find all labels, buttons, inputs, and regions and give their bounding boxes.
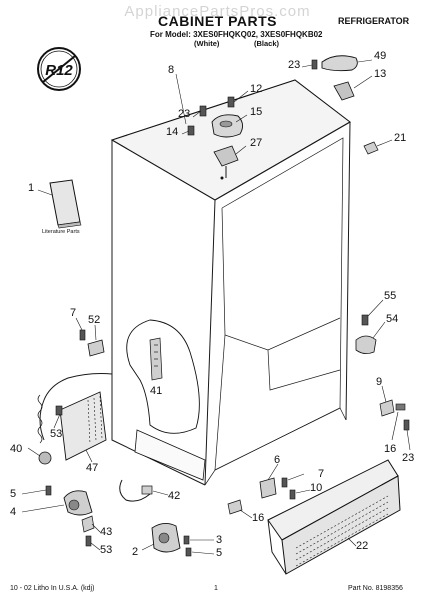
top-hinge-assembly bbox=[181, 90, 249, 178]
callout-22: 22 bbox=[356, 540, 369, 552]
callout-14: 14 bbox=[166, 126, 179, 138]
callout-53: 53 bbox=[50, 428, 63, 440]
callout-55: 55 bbox=[384, 290, 397, 302]
appliance-category: REFRIGERATOR bbox=[338, 16, 410, 26]
clip-part-21 bbox=[363, 139, 393, 155]
callout-7: 7 bbox=[70, 307, 77, 319]
bracket-parts-7-52 bbox=[75, 317, 105, 357]
callout-52: 52 bbox=[88, 314, 101, 326]
callout-8: 8 bbox=[168, 64, 175, 76]
color-white-label: (White) bbox=[194, 39, 220, 48]
callout-1: 1 bbox=[28, 182, 35, 194]
callout-7: 7 bbox=[318, 468, 325, 480]
drain-tube-42 bbox=[119, 479, 169, 502]
callout-15: 15 bbox=[250, 106, 263, 118]
callout-5: 5 bbox=[216, 547, 223, 559]
callout-23: 23 bbox=[288, 59, 301, 71]
top-right-hinge-parts bbox=[301, 55, 373, 101]
center-bottom-parts bbox=[227, 463, 311, 519]
callout-10: 10 bbox=[310, 482, 323, 494]
callout-2: 2 bbox=[132, 546, 139, 558]
callout-41: 41 bbox=[150, 385, 163, 397]
r12-logo-text: R12 bbox=[45, 62, 73, 79]
callout-53: 53 bbox=[100, 544, 113, 556]
callout-9: 9 bbox=[376, 376, 383, 388]
callout-47: 47 bbox=[86, 462, 99, 474]
callout-54: 54 bbox=[386, 313, 399, 325]
callout-13: 13 bbox=[374, 68, 387, 80]
callout-5: 5 bbox=[10, 488, 17, 500]
print-info: 10 - 02 Litho In U.S.A. (kdj) bbox=[10, 585, 95, 592]
power-cord-assembly bbox=[27, 373, 113, 465]
part-number: Part No. 8198356 bbox=[348, 585, 403, 592]
literature-booklet bbox=[37, 179, 82, 229]
right-side-hinge-parts bbox=[379, 385, 411, 451]
page-title: CABINET PARTS bbox=[157, 13, 278, 29]
model-line: For Model: 3XES0FHQKQ02, 3XES0FHQKB02 bbox=[150, 30, 323, 39]
color-black-label: (Black) bbox=[254, 39, 280, 48]
callout-21: 21 bbox=[394, 132, 407, 144]
page-number: 1 bbox=[214, 585, 218, 592]
callout-6: 6 bbox=[274, 454, 281, 466]
rear-cover-panel-47 bbox=[53, 391, 107, 463]
bracket-parts-54-55 bbox=[355, 299, 386, 354]
r12-logo: R12 bbox=[37, 47, 81, 91]
callout-4: 4 bbox=[10, 506, 17, 518]
base-grille-22 bbox=[267, 459, 401, 575]
callout-27: 27 bbox=[250, 137, 263, 149]
callout-40: 40 bbox=[10, 443, 23, 455]
callout-3: 3 bbox=[216, 534, 223, 546]
roller-assembly-right bbox=[141, 523, 215, 557]
callout-23: 23 bbox=[402, 452, 415, 464]
callout-42: 42 bbox=[168, 490, 181, 502]
roller-assembly-left bbox=[21, 485, 101, 551]
callout-16: 16 bbox=[384, 443, 397, 455]
callout-23: 23 bbox=[178, 108, 191, 120]
callout-16: 16 bbox=[252, 512, 265, 524]
callout-49: 49 bbox=[374, 50, 387, 62]
literature-parts-label: Literature Parts bbox=[42, 229, 80, 235]
callout-12: 12 bbox=[250, 83, 263, 95]
cabinet-body bbox=[110, 73, 351, 486]
watermark: AppliancePartsPros.com bbox=[124, 3, 311, 20]
callout-43: 43 bbox=[100, 526, 113, 538]
